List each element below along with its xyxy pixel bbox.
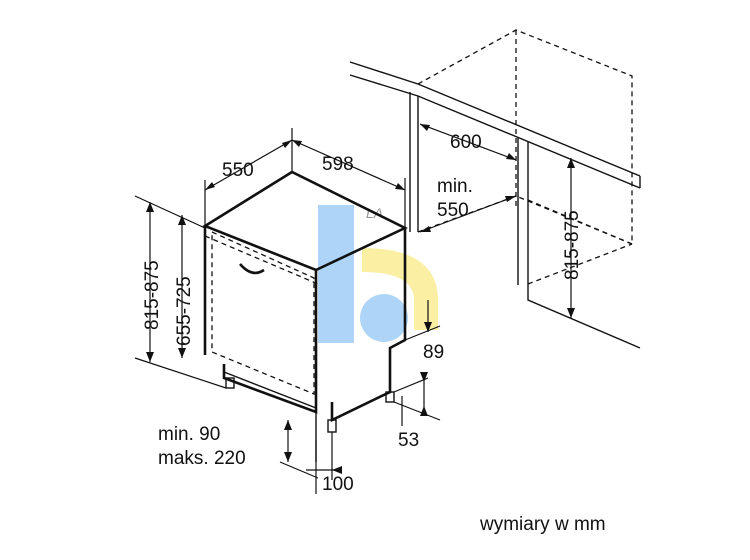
foot-left — [225, 377, 235, 389]
dim-door-height: 655-725 — [174, 215, 195, 358]
dim-600-arrow-right — [506, 153, 516, 160]
foot-right — [385, 391, 395, 403]
dim-600-arrow-left — [420, 124, 430, 131]
countertop-top-edge — [349, 61, 641, 177]
dim-niche-height: 815-875 — [562, 158, 583, 318]
dim-598-label: 598 — [322, 154, 354, 175]
dim-100-arrow — [332, 466, 342, 474]
ext-top-left — [134, 195, 206, 229]
niche-dashed-top — [417, 29, 633, 244]
units-note: wymiary w mm — [479, 514, 606, 535]
dim-min-550-arrow-left — [420, 226, 431, 232]
dim-598-arrow-left — [292, 140, 302, 147]
dim-53: 53 — [393, 372, 441, 451]
dim-550-label: 550 — [222, 160, 254, 181]
dim-plinth-height-arrow-bottom — [284, 452, 292, 462]
dim-598-arrow-right — [395, 183, 405, 190]
watermark-blue-bar — [318, 205, 354, 343]
niche-floor — [527, 285, 641, 349]
dim-height-arrow-top — [146, 202, 154, 212]
dishwasher-bottom-front — [222, 364, 318, 414]
dim-min-550-arrow-right — [505, 196, 516, 202]
dim-53-ext-top — [393, 377, 429, 393]
dim-600-line — [419, 123, 517, 161]
dishwasher — [202, 170, 408, 462]
dim-door-height-arrow-top — [178, 215, 186, 225]
dim-598: 598 — [291, 139, 406, 228]
dim-min-550-value: 550 — [437, 200, 469, 221]
cabinet-niche — [349, 29, 641, 349]
dim-550-arrow-left — [205, 182, 215, 190]
countertop-bottom-edge — [349, 74, 641, 189]
dim-53-arrow-bottom — [420, 406, 428, 416]
dim-min-550: min. 550 — [419, 176, 517, 233]
niche-dashed-floor-right — [527, 243, 633, 285]
dim-550: 550 — [204, 128, 293, 226]
dim-89-label: 89 — [423, 342, 444, 363]
dim-niche-height-label: 815-875 — [562, 210, 583, 280]
dim-600: 600 — [419, 123, 517, 161]
dim-598-line — [291, 139, 406, 191]
dim-door-height-label: 655-725 — [174, 276, 195, 346]
dim-min-550-line — [419, 195, 517, 233]
dim-600-label: 600 — [450, 132, 482, 153]
dim-89-arrow — [424, 322, 432, 332]
niche-dashed-mid — [527, 199, 633, 245]
dim-plinth-height-ext — [279, 461, 319, 479]
dishwasher-side-right — [330, 228, 407, 423]
watermark-yellow-arc — [362, 248, 438, 330]
dim-plinth-height-arrow-top — [284, 420, 292, 430]
door-dashed-inner — [204, 235, 319, 285]
dim-plinth-height-line2: maks. 220 — [158, 448, 246, 469]
dim-height-arrow-bottom — [146, 352, 154, 362]
dim-plinth-height: min. 90 maks. 220 — [158, 420, 319, 479]
dim-plinth-height-line1: min. 90 — [158, 424, 220, 445]
dim-550-arrow-right — [282, 140, 292, 148]
dim-89: 89 — [404, 300, 444, 363]
dim-89-ext — [404, 325, 441, 341]
dim-53-ext-bottom — [393, 401, 441, 421]
dim-niche-height-arrow-bottom — [567, 308, 575, 318]
dim-niche-height-arrow-top — [567, 158, 575, 168]
dim-53-arrow-top — [420, 372, 428, 382]
dim-height-label: 815-875 — [142, 260, 163, 330]
dim-height: 815-875 — [142, 202, 163, 362]
door-dashed-outline — [211, 231, 315, 395]
dishwasher-bottom-base — [223, 371, 317, 409]
watermark-blue-circle — [360, 294, 408, 342]
door-handle — [239, 263, 265, 275]
dim-53-label: 53 — [398, 430, 419, 451]
dim-min-550-prefix: min. — [437, 176, 473, 197]
dim-550-line — [204, 139, 293, 191]
dim-100: 100 — [306, 432, 354, 495]
ext-bottom-left — [134, 357, 227, 389]
dim-door-height-arrow-bottom — [178, 348, 186, 358]
dim-100-label: 100 — [322, 474, 354, 495]
watermark-logo: LA — [318, 205, 438, 343]
foot-front — [327, 419, 337, 433]
